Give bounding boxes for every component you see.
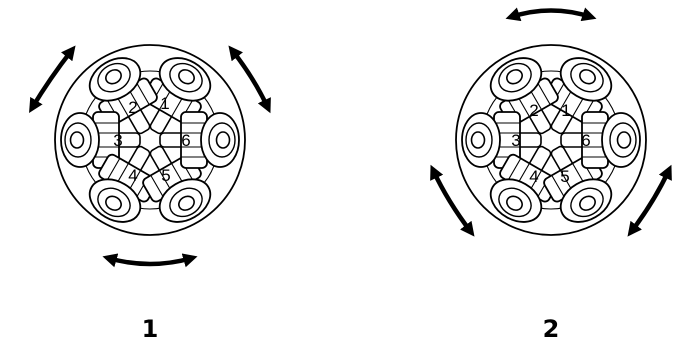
valve-2-port-label-4: 4 (529, 167, 538, 186)
valve-1: 1 2 3 4 5 6 1 (29, 44, 271, 343)
valve-2-port-label-3: 3 (511, 131, 520, 150)
valve-2-caption: 2 (543, 315, 560, 343)
valve-2-port-label-2: 2 (529, 101, 538, 120)
valve-1-port-label-6: 6 (181, 131, 190, 150)
valve-1-port-label-1: 1 (160, 94, 169, 113)
valve-2-arrow-1-2 (505, 7, 597, 22)
valve-2-port-label-1: 1 (561, 101, 570, 120)
valve-1-port-label-5: 5 (161, 166, 170, 185)
valve-1-arrow-4-5 (102, 253, 198, 268)
valve-2: 1 2 3 4 5 6 2 (430, 7, 672, 343)
valve-2-arrow-5-6 (627, 164, 672, 237)
valve-2-arrow-3-4 (430, 164, 475, 237)
valve-1-arrow-2-3 (29, 45, 76, 113)
valve-1-port-label-4: 4 (128, 166, 137, 185)
valve-1-caption: 1 (142, 315, 159, 343)
valve-1-arrow-1-6 (228, 45, 271, 114)
valve-2-port-label-6: 6 (581, 131, 590, 150)
valve-2-port-label-5: 5 (560, 167, 569, 186)
valve-1-port-label-2: 2 (128, 98, 137, 117)
valve-1-port-label-3: 3 (113, 131, 122, 150)
